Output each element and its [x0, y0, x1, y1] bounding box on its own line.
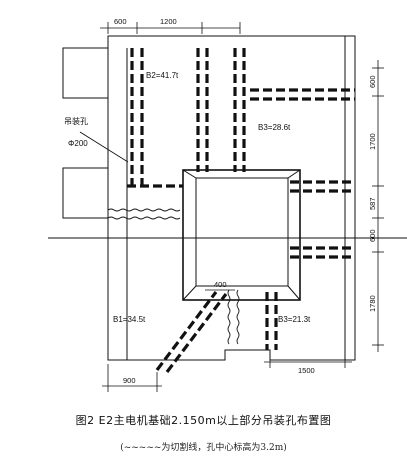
- dim-right-1700: 1700: [368, 133, 377, 150]
- main-outline: [107, 35, 356, 361]
- cut-lines: [127, 48, 355, 373]
- left-lower-block: [62, 167, 109, 219]
- wavy-inner-v: [227, 289, 231, 345]
- dim-bottom-900: 900: [123, 376, 136, 385]
- label-b3-bottom: B3=21.3t: [278, 315, 311, 324]
- cut-b1-diag-b: [165, 293, 228, 373]
- wavy-left-1: [107, 208, 181, 212]
- dim-right-1780: 1780: [368, 295, 377, 312]
- dim-right: [372, 60, 384, 352]
- wavy-cut-marks: [107, 208, 240, 345]
- dim-inner-400: 400: [214, 280, 227, 289]
- wavy-left-2: [107, 216, 181, 220]
- central-opening: [182, 169, 301, 301]
- figure-caption: 图2 E2主电机基础2.150m以上部分吊装孔布置图: [75, 414, 332, 427]
- hoisting-hole-callout: 吊装孔 Φ200: [64, 116, 129, 163]
- dim-top-1200: 1200: [160, 17, 177, 26]
- label-b1: B1=34.5t: [113, 315, 146, 324]
- foundation-outline: [62, 35, 356, 361]
- dim-top-600: 600: [114, 17, 127, 26]
- label-b2: B2=41.7t: [146, 71, 179, 80]
- hole-dia-text: Φ200: [68, 139, 88, 148]
- wavy-inner-v2: [236, 289, 240, 345]
- central-opening-inner: [195, 177, 289, 287]
- dim-top: [100, 22, 241, 34]
- dim-bottom-right: [264, 354, 352, 368]
- dim-bottom-left: [102, 364, 162, 392]
- dim-bottom-1500: 1500: [298, 366, 315, 375]
- cut-b1-diag-a: [155, 291, 218, 371]
- left-upper-block: [62, 47, 109, 99]
- dim-right-587: 587: [368, 197, 377, 210]
- hole-title-text: 吊装孔: [64, 116, 88, 126]
- dim-right-600b: 600: [368, 229, 377, 242]
- figure-note: (~~~~~为切割线，孔中心标高为3.2m): [120, 443, 287, 453]
- dim-right-600a: 600: [368, 75, 377, 88]
- label-b3-top: B3=28.6t: [258, 123, 291, 132]
- central-opening-outer: [182, 169, 301, 301]
